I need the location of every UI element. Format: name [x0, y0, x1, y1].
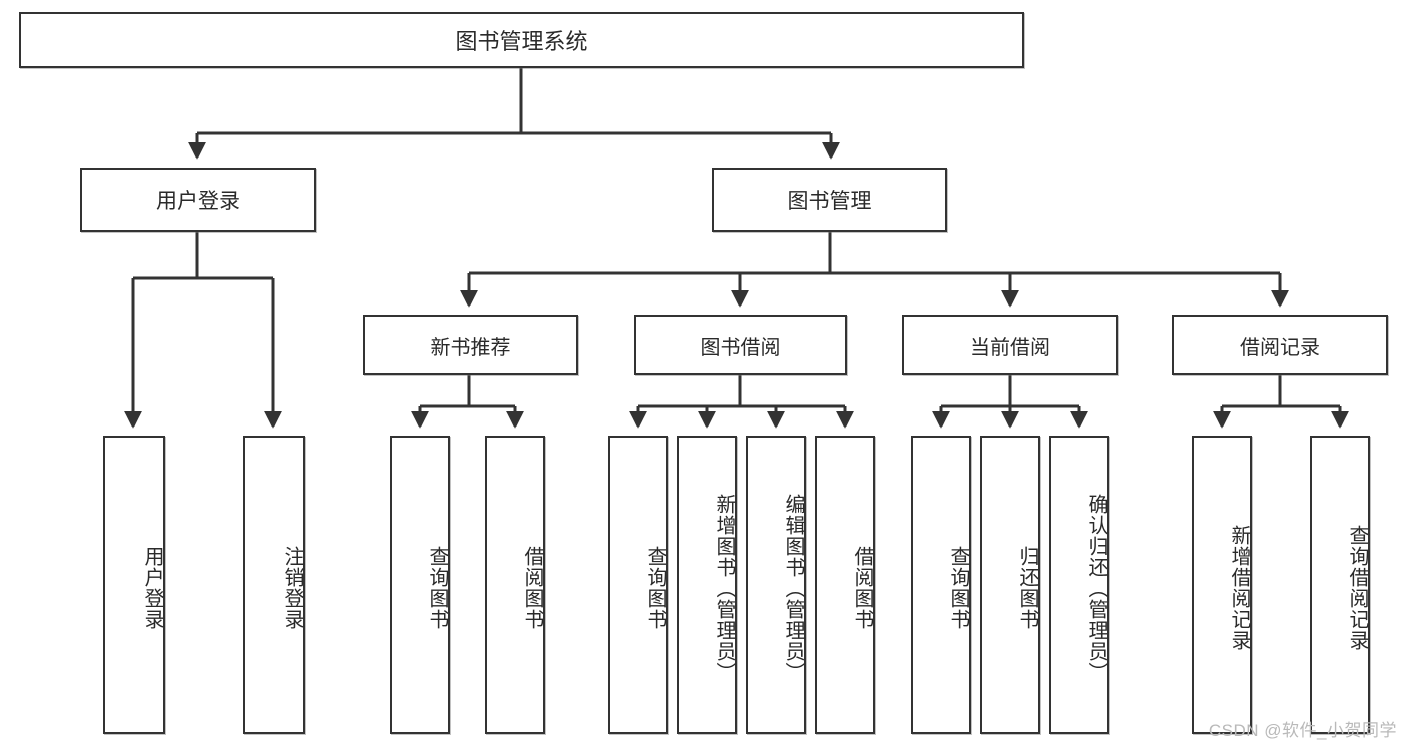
node-borrow-record-label: 借阅记录: [1240, 336, 1320, 359]
leaf-borrow-query-book-label: 查询图书: [644, 546, 666, 630]
node-book-management-label: 图书管理: [787, 190, 872, 213]
node-current-borrow[interactable]: 当前借阅: [902, 315, 1118, 375]
leaf-add-borrow-record[interactable]: 新增借阅记录: [1192, 436, 1252, 734]
leaf-return-book-label: 归还图书: [1016, 546, 1038, 630]
leaf-borrow-query-book[interactable]: 查询图书: [608, 436, 668, 734]
leaf-current-query-book-label: 查询图书: [947, 546, 969, 630]
watermark: CSDN @软件_小贺同学: [1208, 721, 1397, 740]
leaf-current-query-book[interactable]: 查询图书: [911, 436, 971, 734]
node-book-borrow-label: 图书借阅: [700, 336, 781, 359]
leaf-recommend-query-book[interactable]: 查询图书: [390, 436, 450, 734]
leaf-recommend-query-book-label: 查询图书: [426, 546, 448, 630]
leaf-add-borrow-record-label: 新增借阅记录: [1228, 525, 1250, 651]
leaf-query-borrow-record[interactable]: 查询借阅记录: [1310, 436, 1370, 734]
node-root[interactable]: 图书管理系统: [19, 12, 1024, 68]
leaf-confirm-return-admin[interactable]: 确认归还（管理员）: [1049, 436, 1109, 734]
leaf-edit-book-admin-label: 编辑图书（管理员）: [782, 493, 804, 683]
leaf-borrow-book[interactable]: 借阅图书: [815, 436, 875, 734]
leaf-user-logout-label: 注销登录: [281, 546, 303, 630]
node-book-borrow[interactable]: 图书借阅: [634, 315, 847, 375]
leaf-user-login[interactable]: 用户登录: [103, 436, 165, 734]
leaf-add-book-admin[interactable]: 新增图书（管理员）: [677, 436, 737, 734]
leaf-user-logout[interactable]: 注销登录: [243, 436, 305, 734]
leaf-recommend-borrow-book-label: 借阅图书: [521, 546, 543, 630]
leaf-borrow-book-label: 借阅图书: [851, 546, 873, 630]
leaf-confirm-return-admin-label: 确认归还（管理员）: [1085, 493, 1107, 683]
leaf-return-book[interactable]: 归还图书: [980, 436, 1040, 734]
node-user-login[interactable]: 用户登录: [80, 168, 316, 232]
leaf-query-borrow-record-label: 查询借阅记录: [1346, 525, 1368, 651]
node-new-book-recommend[interactable]: 新书推荐: [363, 315, 578, 375]
leaf-recommend-borrow-book[interactable]: 借阅图书: [485, 436, 545, 734]
node-root-label: 图书管理系统: [455, 29, 588, 54]
node-borrow-record[interactable]: 借阅记录: [1172, 315, 1388, 375]
leaf-edit-book-admin[interactable]: 编辑图书（管理员）: [746, 436, 806, 734]
leaf-add-book-admin-label: 新增图书（管理员）: [713, 493, 735, 683]
leaf-user-login-label: 用户登录: [141, 546, 163, 630]
node-book-management[interactable]: 图书管理: [712, 168, 947, 232]
node-current-borrow-label: 当前借阅: [970, 336, 1050, 359]
node-user-login-label: 用户登录: [156, 190, 240, 213]
node-new-book-recommend-label: 新书推荐: [430, 336, 511, 359]
